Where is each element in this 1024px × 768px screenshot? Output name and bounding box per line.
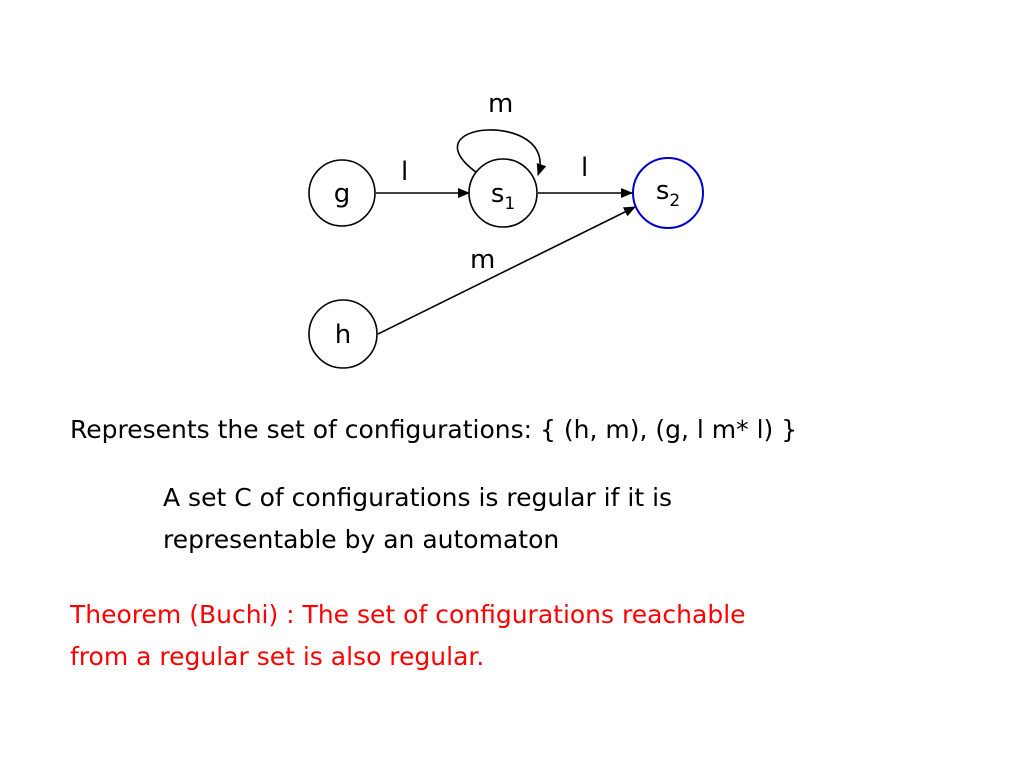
state-s1: s1	[468, 158, 538, 228]
state-h: h	[308, 299, 378, 369]
state-s2-subscript: 2	[669, 191, 680, 211]
theorem-text-line-2: from a regular set is also regular.	[70, 642, 485, 671]
theorem-text-line-1: Theorem (Buchi) : The set of configurati…	[70, 600, 746, 629]
state-s1-subscript: 1	[504, 194, 515, 214]
svg-text:h: h	[335, 320, 351, 350]
definition-text-line-2: representable by an automaton	[163, 525, 560, 554]
svg-text:s2: s2	[656, 176, 680, 211]
state-s2-label: s	[656, 176, 670, 206]
edge-label-g-s1: l	[401, 157, 408, 187]
edge-s1-loop	[456, 129, 547, 176]
edge-label-s1-loop: m	[488, 89, 513, 119]
configurations-text: Represents the set of configurations: { …	[70, 415, 798, 444]
edge-label-h-s2: m	[470, 245, 495, 275]
state-g: g	[308, 159, 376, 227]
state-h-label: h	[335, 320, 351, 350]
state-s1-label: s	[491, 179, 505, 209]
state-s2: s2	[632, 157, 704, 229]
svg-text:s1: s1	[491, 179, 515, 214]
edge-h-s2	[377, 206, 636, 335]
state-g-label: g	[334, 179, 351, 209]
definition-text-line-1: A set C of configurations is regular if …	[163, 483, 673, 512]
svg-text:g: g	[334, 179, 351, 209]
edge-label-s1-s2: l	[581, 153, 588, 183]
automaton-diagram: l l m m g s1 s2 h	[308, 89, 704, 369]
